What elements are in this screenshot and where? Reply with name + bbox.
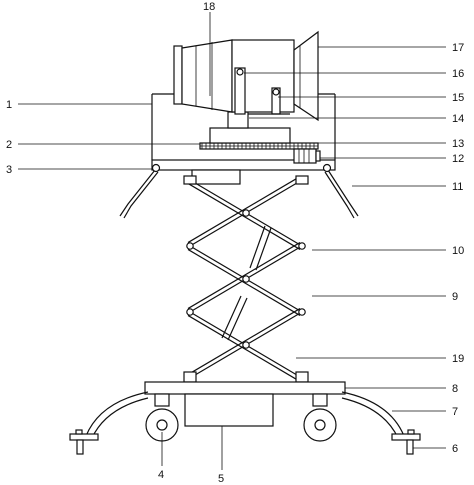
lift-cylinder: [221, 225, 272, 341]
label-9: 9: [452, 291, 458, 303]
gear-rack: [199, 142, 319, 150]
label-16: 16: [452, 68, 464, 80]
label-3: 3: [6, 164, 12, 176]
scissor-arm-edge: [187, 314, 301, 382]
upper-outriggers: [119, 163, 359, 219]
scissor-arm-edge: [187, 242, 301, 310]
scissor-pin: [298, 308, 306, 316]
scissor-pin: [186, 242, 194, 250]
fog-cannon: [173, 30, 319, 122]
lower-outriggers: [69, 391, 421, 455]
scissor-arm-edge: [187, 182, 301, 250]
leader-lines: [18, 12, 446, 470]
scissor-slider: [295, 175, 309, 185]
scissor-arm-edge: [187, 176, 301, 244]
turntable: [209, 111, 291, 144]
label-1: 1: [6, 99, 12, 111]
upper-base-plate: [151, 159, 336, 185]
scissor-arm-edge: [187, 248, 301, 316]
scissor-pin: [242, 341, 250, 349]
label-13: 13: [452, 138, 464, 150]
label-11: 11: [452, 181, 463, 193]
label-2: 2: [6, 139, 12, 151]
label-10: 10: [452, 245, 464, 257]
label-7: 7: [452, 406, 458, 418]
wheels: [145, 393, 337, 442]
scissor-slider: [183, 175, 197, 185]
label-19: 19: [452, 353, 464, 365]
scissor-arm-edge: [187, 308, 301, 376]
scissor-slider: [295, 371, 309, 383]
scissor-slider: [183, 371, 197, 383]
scissor-pin: [186, 308, 194, 316]
part-labels: 18 17 16 15 14 13 12 11 10 9 19 8 7 6 1 …: [6, 1, 464, 485]
label-6: 6: [452, 443, 458, 455]
scissor-pin: [298, 242, 306, 250]
pitch-cylinder: [234, 67, 290, 115]
scissor-pin: [242, 275, 250, 283]
label-14: 14: [452, 113, 464, 125]
label-5: 5: [218, 473, 224, 485]
motor: [293, 148, 321, 164]
scissor-lift: [183, 175, 309, 383]
scissor-pin: [242, 209, 250, 217]
label-17: 17: [452, 42, 464, 54]
label-15: 15: [452, 92, 464, 104]
label-4: 4: [158, 469, 164, 481]
label-18: 18: [203, 1, 215, 13]
lower-chassis: [144, 381, 346, 427]
label-8: 8: [452, 383, 458, 395]
label-12: 12: [452, 153, 464, 165]
